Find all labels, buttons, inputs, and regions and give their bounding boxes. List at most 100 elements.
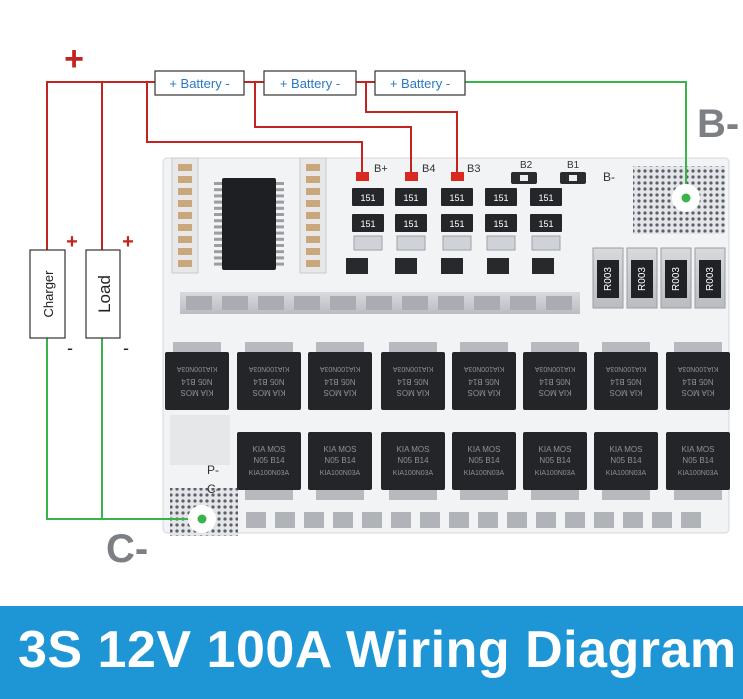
mosfet-line2: N05 B14 [253, 456, 285, 465]
mosfet-line2: N05 B14 [539, 456, 571, 465]
mosfet-line1: KIA MOS [539, 445, 572, 454]
smd-resistor [395, 188, 427, 206]
mosfet-tab [602, 490, 650, 500]
ic-pin [276, 256, 284, 260]
mosfet-part: KIA100N03A [319, 365, 360, 372]
mosfet-line1: KIA MOS [468, 445, 501, 454]
bus-tab [222, 296, 248, 310]
mosfet-part: KIA100N03A [463, 365, 504, 372]
ic-pin [214, 231, 222, 235]
charger-label: Charger [41, 270, 56, 318]
bottom-pad [246, 512, 266, 528]
mosfet-line2: N05 B14 [610, 456, 642, 465]
bottom-pad [507, 512, 527, 528]
smd-pad [306, 212, 320, 219]
mosfet-line2: N05 B14 [181, 377, 213, 386]
b-plus-pad [356, 172, 369, 181]
load-box: Load [85, 249, 121, 339]
battery-3-label: + Battery - [390, 76, 450, 91]
smd-pad [178, 236, 192, 243]
ic-pin [214, 219, 222, 223]
mosfet-tab [460, 342, 508, 352]
mosfet-tab [674, 342, 722, 352]
smd-resistor [441, 188, 473, 206]
shunt-code: R003 [671, 267, 682, 291]
mosfet [452, 432, 516, 490]
battery-1: + Battery - [154, 70, 245, 96]
bottom-pad [594, 512, 614, 528]
ic-pin [276, 237, 284, 241]
smd-pad [178, 248, 192, 255]
bus-tab [510, 296, 536, 310]
bottom-pad [565, 512, 585, 528]
mosfet [666, 352, 730, 410]
mosfet-line1: KIA MOS [253, 388, 286, 397]
mosfet [308, 432, 372, 490]
ic-pin [276, 262, 284, 266]
mosfet-tab [245, 490, 293, 500]
smd-pad [306, 224, 320, 231]
resistor-code: 151 [449, 193, 464, 203]
mosfet [308, 352, 372, 410]
bottom-pad [304, 512, 324, 528]
bottom-pad [420, 512, 440, 528]
ic-pin [276, 206, 284, 210]
resistor-code: 151 [538, 219, 553, 229]
resistor-code: 151 [403, 193, 418, 203]
ic-pin [214, 200, 222, 204]
smd-pad [178, 260, 192, 267]
smd-resistor [485, 214, 517, 232]
mosfet-line1: KIA MOS [610, 388, 643, 397]
ic-pin [214, 188, 222, 192]
mosfet-part: KIA100N03A [176, 365, 217, 372]
bottom-pad [391, 512, 411, 528]
mosfet-line2: N05 B14 [682, 377, 714, 386]
small-transistor [441, 258, 463, 274]
smd-resistor [530, 188, 562, 206]
board-label-c-minus: C- [207, 482, 220, 496]
board-label-b4: B4 [422, 163, 435, 175]
small-transistor [395, 258, 417, 274]
mosfet [165, 352, 229, 410]
smd-pad [178, 188, 192, 195]
bottom-pad [449, 512, 469, 528]
ic-pin [276, 250, 284, 254]
ic-pin [214, 256, 222, 260]
smd-resistor [352, 188, 384, 206]
mosfet-part: KIA100N03A [678, 470, 719, 477]
mosfet-part: KIA100N03A [249, 470, 290, 477]
board-label-b-minus: B- [603, 170, 615, 184]
mosfet-line1: KIA MOS [181, 388, 214, 397]
mosfet-tab [460, 490, 508, 500]
ic-pin [214, 225, 222, 229]
smd-pad [178, 164, 192, 171]
shunt-body [597, 260, 619, 298]
mosfet-part: KIA100N03A [534, 365, 575, 372]
resistor-code: 151 [449, 219, 464, 229]
bottom-pad [681, 512, 701, 528]
mosfet-line2: N05 B14 [682, 456, 714, 465]
plus-terminal-label: + [64, 40, 84, 78]
mosfet [523, 432, 587, 490]
bottom-pad [362, 512, 382, 528]
bottom-pad [478, 512, 498, 528]
board-label-b1: B1 [567, 160, 580, 171]
b4-pad [405, 172, 418, 181]
board-label-b3: B3 [467, 163, 480, 175]
red-wires [46, 81, 458, 250]
shunt-body [631, 260, 653, 298]
resistor-code: 151 [360, 193, 375, 203]
board-label-p-minus: P- [207, 463, 219, 477]
mosfet-line1: KIA MOS [253, 445, 286, 454]
mosfet-line2: N05 B14 [468, 377, 500, 386]
board-label-b-plus: B+ [374, 163, 388, 175]
mosfet-line2: N05 B14 [397, 377, 429, 386]
mosfet [452, 352, 516, 410]
green-wires [46, 81, 687, 520]
mosfet-tab [316, 490, 364, 500]
